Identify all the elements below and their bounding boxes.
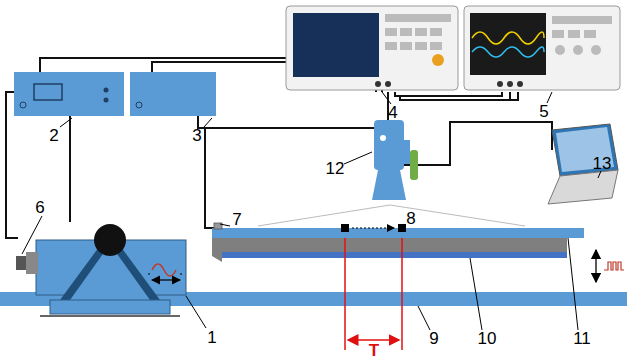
callout-number: 12 bbox=[326, 160, 345, 177]
callout-number: 2 bbox=[49, 127, 58, 144]
callout-number: 4 bbox=[388, 104, 397, 121]
dimension-label: T bbox=[369, 341, 379, 358]
callout-number: 10 bbox=[478, 330, 497, 347]
callout-number: 8 bbox=[406, 210, 415, 227]
callout-number: 5 bbox=[539, 103, 548, 120]
callout-number: 7 bbox=[232, 211, 241, 228]
callout-number: 9 bbox=[429, 330, 438, 347]
callout-number: 13 bbox=[593, 155, 612, 172]
callout-number: 6 bbox=[35, 199, 44, 216]
callout-number: 1 bbox=[207, 329, 216, 346]
callout-number: 3 bbox=[192, 127, 201, 144]
callout-number: 11 bbox=[573, 330, 591, 347]
